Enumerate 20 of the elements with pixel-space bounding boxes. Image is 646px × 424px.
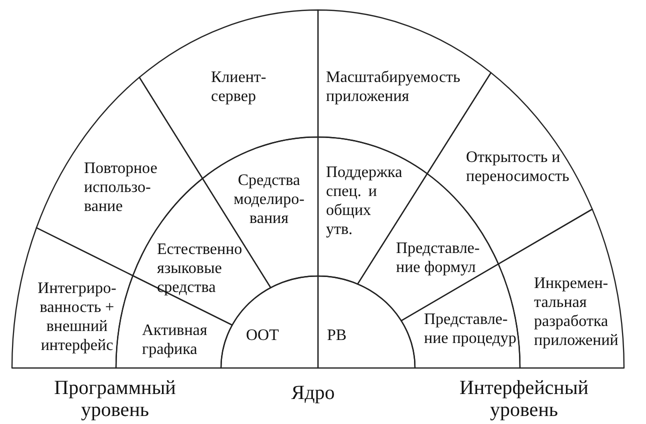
sector-label: Интегриро- ванность + внешний интерфейс	[37, 279, 117, 355]
sector-label: Инкремен- тальная разработка приложений	[534, 274, 620, 350]
sector-label: РВ	[327, 326, 348, 345]
sector-label: Средства моделиро- вания	[233, 171, 305, 228]
section-label: Программный уровень	[54, 377, 176, 421]
sector-label: Естественно языковые средства	[157, 240, 244, 297]
sector-label: Поддержка спец. и общих утв.	[326, 163, 404, 239]
core-sector	[220, 275, 319, 369]
sector-label: Представле- ние процедур	[424, 310, 518, 348]
sector-label: ООТ	[246, 326, 280, 345]
middle-ring-sector	[115, 274, 234, 369]
sector-label: Активная графика	[142, 321, 208, 359]
sector-label: Масштабируемость приложения	[326, 68, 462, 106]
section-label: Ядро	[290, 382, 336, 404]
sector-label: Клиент-сервер	[211, 68, 268, 106]
sector-label: Открытость и переносимость	[466, 148, 568, 186]
sector-label: Повторное использо- вание	[84, 159, 158, 216]
sector-label: Представле- ние формул	[396, 239, 481, 277]
core-sector	[317, 275, 416, 369]
section-label: Интерфейсный уровень	[458, 377, 590, 421]
